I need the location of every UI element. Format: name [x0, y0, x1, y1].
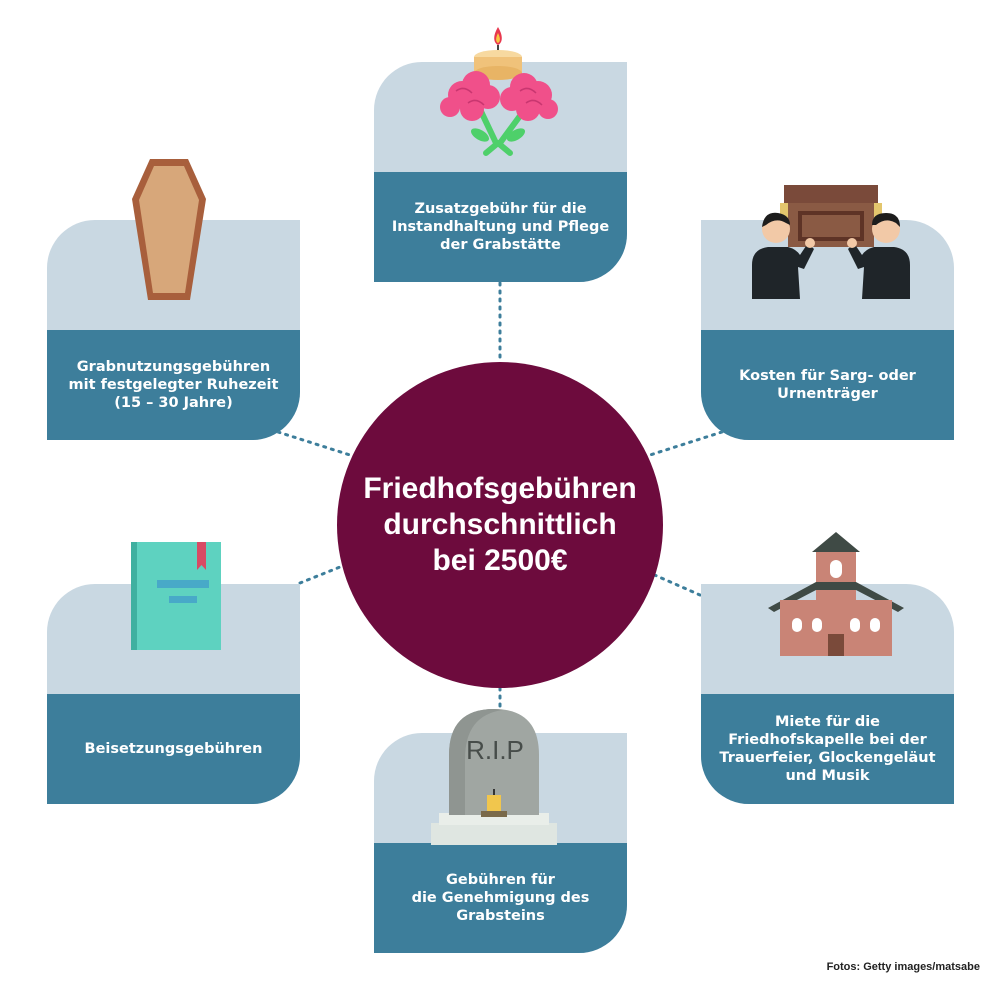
card-label: Zusatzgebühr für die Instandhaltung und …	[374, 172, 627, 282]
pallbearers-icon	[752, 185, 910, 299]
card-label: Gebühren für die Genehmigung des Grabste…	[374, 843, 627, 953]
book-icon	[131, 542, 221, 650]
card-label: Miete für die Friedhofskapelle bei der T…	[701, 694, 954, 804]
tombstone-rip-text: R.I.P	[466, 735, 524, 765]
chapel-icon	[768, 532, 904, 656]
card-label: Kosten für Sarg- oder Urnenträger	[701, 330, 954, 440]
card-tombstone: Gebühren für die Genehmigung des Grabste…	[374, 733, 627, 953]
card-bearers: Kosten für Sarg- oder Urnenträger	[701, 220, 954, 440]
card-grave-maintenance: Zusatzgebühr für die Instandhaltung und …	[374, 62, 627, 282]
coffin-icon	[132, 159, 206, 300]
card-burial: Beisetzungsgebühren	[47, 584, 300, 804]
photo-credit: Fotos: Getty images/matsabe	[826, 961, 980, 973]
card-label: Beisetzungsgebühren	[47, 694, 300, 804]
candle-flowers-icon	[440, 27, 558, 156]
card-label: Grabnutzungsgebühren mit festgelegter Ru…	[47, 330, 300, 440]
tombstone-icon: R.I.P	[431, 709, 557, 845]
center-circle-title: Friedhofsgebühren durchschnittlich bei 2…	[337, 362, 663, 688]
